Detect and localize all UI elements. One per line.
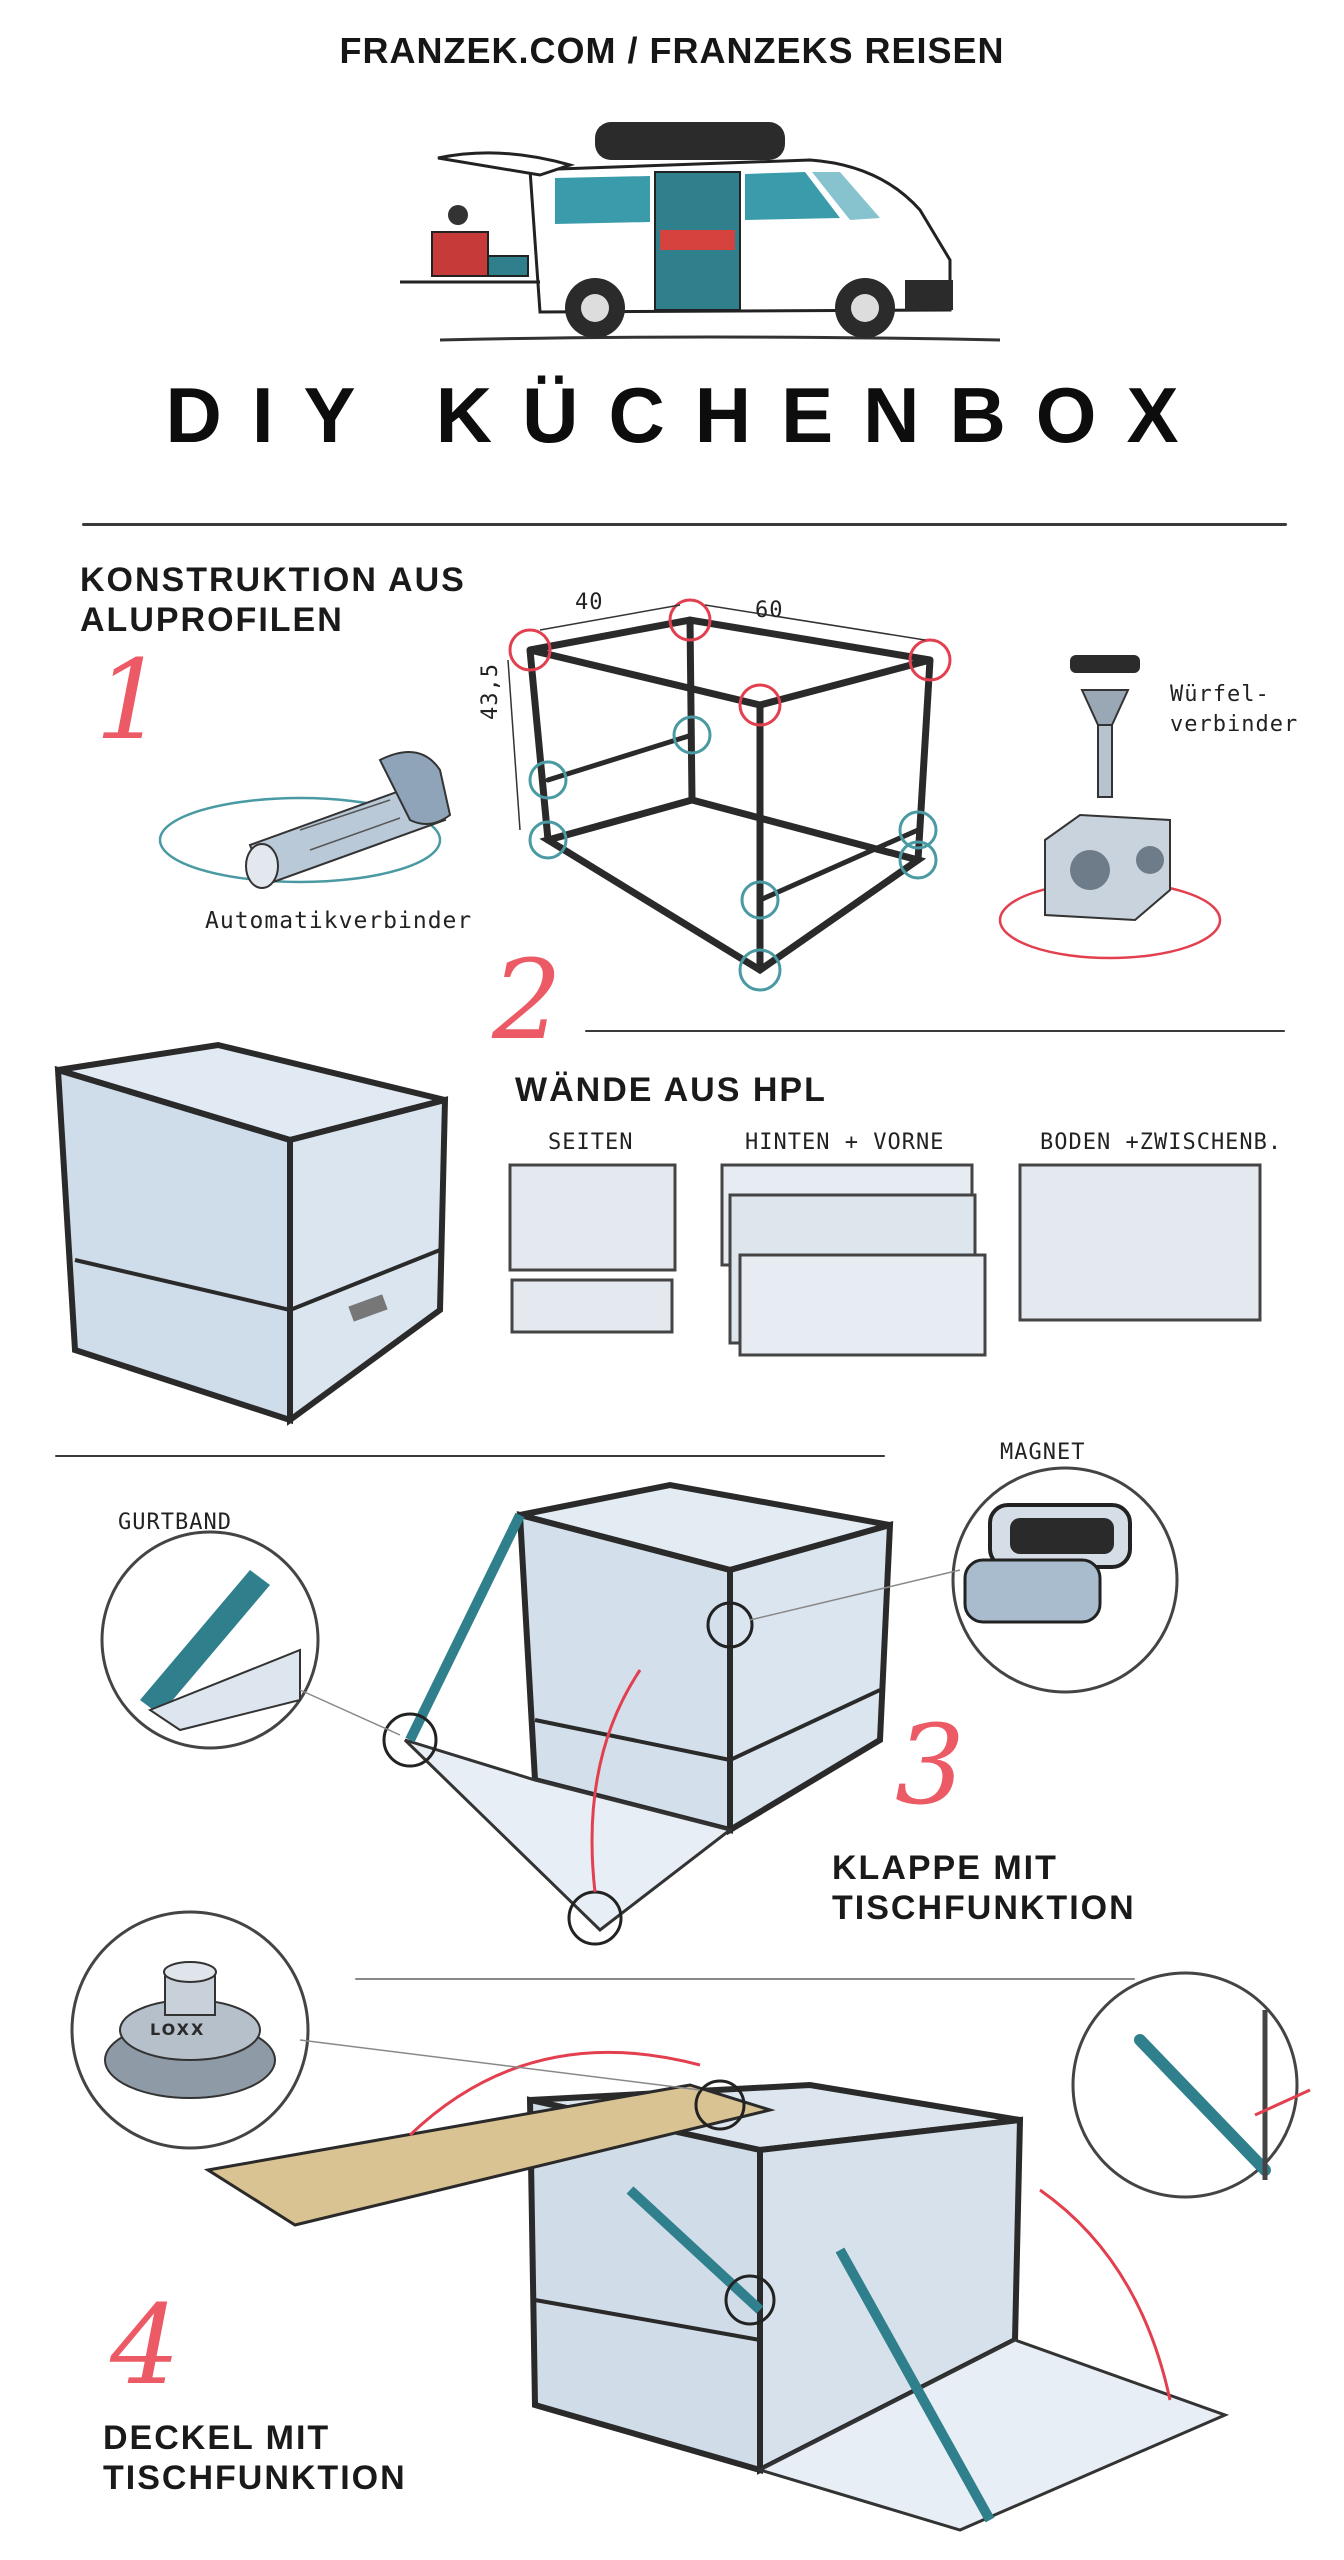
separator-1 <box>82 523 1287 526</box>
loxx-badge: LOXX <box>150 2020 206 2039</box>
panel-label-sides: SEITEN <box>548 1130 634 1155</box>
separator-3 <box>55 1455 885 1457</box>
panel-sides <box>508 1163 677 1334</box>
site-header: FRANZEK.COM / FRANZEKS REISEN <box>339 30 1005 71</box>
hpl-box <box>54 1041 449 1426</box>
corner-markers <box>508 598 952 992</box>
panel-bottom <box>1018 1163 1262 1322</box>
section-3-title-line1: KLAPPE MIT <box>832 1849 1058 1887</box>
cube-connector-label-line2: verbinder <box>1170 712 1299 737</box>
section-1-title-line2: ALUPROFILEN <box>80 601 344 639</box>
separator-2 <box>585 1030 1285 1032</box>
cube-connector-label: Würfel- verbinder <box>1170 680 1298 740</box>
van-icon <box>400 122 1001 342</box>
step-number-2: 2 <box>492 936 562 1064</box>
separator-4 <box>355 1978 1135 1980</box>
section-4-title: DECKEL MIT TISCHFUNKTION <box>103 2418 407 2498</box>
step-number-4: 4 <box>110 2281 180 2409</box>
magnet-detail <box>951 1466 1179 1694</box>
panel-back-front <box>720 1163 987 1357</box>
main-title: DIY KÜCHENBOX <box>165 371 1209 459</box>
rail-label: SCHIENE <box>1095 2110 1192 2188</box>
section-1-title-line1: KONSTRUKTION AUS <box>80 561 466 599</box>
rail-detail <box>1071 1971 1311 2199</box>
step-number-3: 3 <box>895 1701 965 1829</box>
dimension-depth-label: 60 <box>755 598 784 623</box>
strap-detail <box>100 1530 320 1750</box>
dimension-height-label: 43,5 <box>478 663 503 720</box>
section-3-title: KLAPPE MIT TISCHFUNKTION <box>832 1848 1136 1928</box>
strap-label: GURTBAND <box>118 1510 232 1535</box>
alu-frame <box>526 616 934 975</box>
automatic-connector-label: Automatikverbinder <box>205 908 473 934</box>
magnet-label: MAGNET <box>1000 1440 1086 1465</box>
dimension-width-label: 40 <box>575 590 604 615</box>
panel-label-back-front: HINTEN + VORNE <box>745 1130 945 1155</box>
panel-label-bottom: BODEN +ZWISCHENB. <box>1040 1130 1283 1155</box>
step-number-1: 1 <box>95 636 165 764</box>
section-1-title: KONSTRUKTION AUS ALUPROFILEN <box>80 560 466 640</box>
cube-connector-label-line1: Würfel- <box>1170 682 1270 707</box>
loxx-label: Loxx <box>135 2100 222 2130</box>
section-2-title: WÄNDE AUS HPL <box>515 1071 827 1109</box>
section-4-title-line2: TISCHFUNKTION <box>103 2459 407 2497</box>
automatic-connector-icon <box>158 751 452 889</box>
section-4-title-line1: DECKEL MIT <box>103 2419 331 2457</box>
section-3-title-line2: TISCHFUNKTION <box>832 1889 1136 1927</box>
